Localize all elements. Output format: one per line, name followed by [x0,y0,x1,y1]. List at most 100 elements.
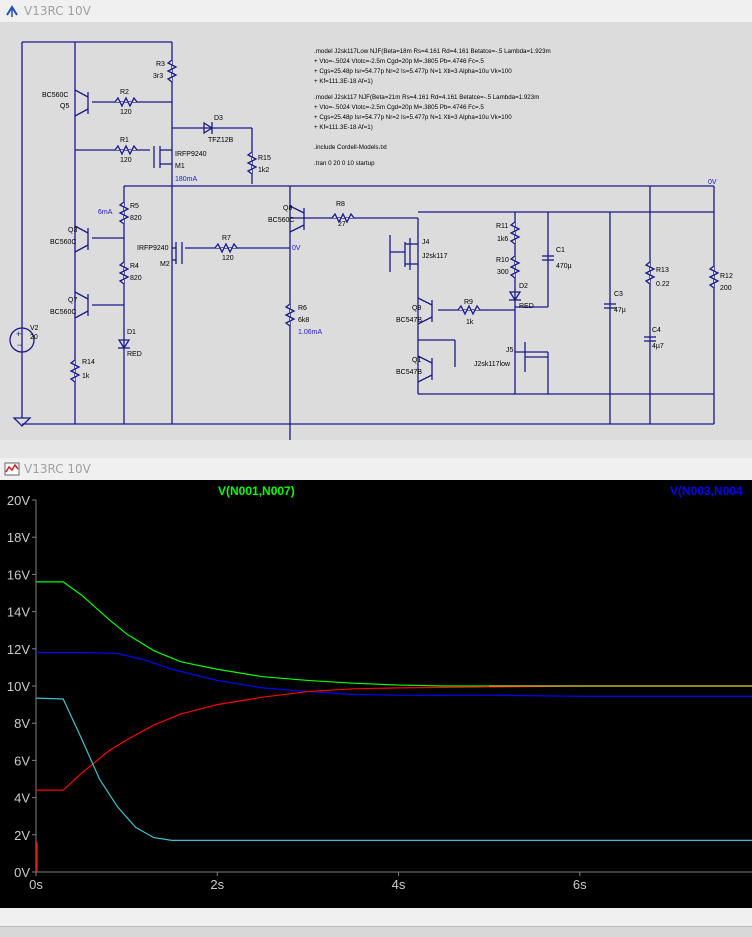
c4-name: C4 [652,327,661,334]
d3-name: D3 [214,115,223,122]
y-tick-label: 6V [14,753,30,768]
r14-value: 1k [82,373,90,380]
r12-value: 200 [720,285,732,292]
trace-line-2 [36,685,752,791]
r2-value: 120 [120,109,132,116]
r2-name: R2 [120,89,129,96]
r10-value: 300 [497,269,509,276]
diodes [117,121,522,350]
j4-name: J4 [422,239,430,246]
r6-value: 6k8 [298,317,309,324]
waveform-window-icon [4,462,20,476]
q3-current-annotation: 6mA [98,209,113,216]
model-line-7: + Cgs=25.48p Isr=54.77p Nr=2 Is=5.477p N… [314,114,512,121]
plot-window-title: V13RC 10V [24,462,91,476]
schematic-annotations: 180mA 6mA 1.06mA 0V 0V [98,176,717,336]
model-line-6: + Vto=-.5024 Vtotc=-2.5m Cgd=20p M=.3805… [314,104,484,111]
x-tick-label: 0s [29,877,43,892]
m1-name: M1 [175,163,185,170]
r15-name: R15 [258,155,271,162]
trace-labels: V(N001,N007) V(N003,N004 [218,484,743,498]
y-tick-label: 2V [14,828,30,843]
q3-value: BC560C [50,239,76,246]
svg-text:+: + [16,329,21,339]
c1-name: C1 [556,247,565,254]
r4-value: 820 [130,275,142,282]
q1-name: Q1 [412,357,421,364]
r11-value: 1k6 [497,236,508,243]
model-line-1: .model J2sk117Low NJF(Beta=18m Rs=4.161 … [314,48,551,55]
x-tick-label: 6s [573,877,587,892]
v2-value: 20 [30,334,38,341]
transistors [74,89,548,383]
c1-value: 470µ [556,263,572,270]
m1-value: IRFP9240 [175,151,207,158]
d1-name: D1 [127,329,136,336]
plot-title-bar[interactable]: V13RC 10V [0,458,752,481]
q3-name: Q3 [68,227,77,234]
q7-value: BC560C [50,309,76,316]
y-tick-label: 20V [7,493,30,508]
trace-label-green[interactable]: V(N001,N007) [218,484,295,498]
r3-value: 3r3 [153,73,163,80]
schematic-canvas[interactable]: + − V2 20 [0,22,752,440]
status-strip [0,908,752,937]
model-line-8: + Kf=111.3E-18 Af=1) [314,124,373,131]
q7-name: Q7 [68,297,77,304]
d1-value: RED [127,351,142,358]
d2-name: D2 [519,283,528,290]
y-tick-label: 18V [7,530,30,545]
model-line-5: .model J2sk117 NJF(Beta=21m Rs=4.161 Rd=… [314,94,539,101]
schematic-title-bar[interactable]: V13RC 10V [0,0,752,23]
trace-line-1 [36,651,752,697]
x-tick-label: 2s [210,877,224,892]
output-voltage-annotation: 0V [708,179,717,186]
m1-current-annotation: 180mA [175,176,198,183]
schematic-window-icon [6,5,18,17]
d3-value: TFZ12B [208,137,234,144]
r8-value: 27 [338,221,346,228]
y-tick-label: 4V [14,791,30,806]
q9-name: Q9 [412,305,421,312]
j4-value: J2sk117 [422,253,448,260]
m2-name: M2 [160,261,170,268]
q1-value: BC547B [396,369,422,376]
schematic-drawing[interactable]: + − V2 20 [0,22,752,440]
q5-name: Q5 [60,103,69,110]
y-tick-label: 0V [14,865,30,880]
plot-traces [35,581,752,872]
y-tick-label: 8V [14,716,30,731]
q9-value: BC547B [396,317,422,324]
c3-value: 47µ [614,307,626,314]
tran-directive: .tran 0 20 0 10 startup [314,160,375,167]
r9-value: 1k [466,319,474,326]
model-line-3: + Cgs=25.48p Isr=54.77p Nr=2 Is=5.477p N… [314,68,512,75]
schematic-window-title: V13RC 10V [24,4,91,18]
capacitors [542,255,656,342]
trace-line-3 [35,697,752,841]
q8-value: BC560C [268,217,294,224]
waveform-plot[interactable]: V(N001,N007) V(N003,N004 0V2V4V6V8V10V12… [0,480,752,908]
r4-name: R4 [130,263,139,270]
include-directive: .include Cordell-Models.txt [314,144,387,151]
r1-value: 120 [120,157,132,164]
c4-value: 4µ7 [652,343,664,350]
trace-label-blue[interactable]: V(N003,N004 [670,484,743,498]
q8-name: Q8 [283,205,292,212]
y-tick-label: 12V [7,642,30,657]
q5-value: BC560C [42,92,68,99]
j5-name: J5 [506,347,514,354]
model-line-2: + Vto=-.5024 Vtotc=-2.5m Cgd=20p M=.3805… [314,58,484,65]
r5-value: 820 [130,215,142,222]
m2-value: IRFP9240 [137,245,169,252]
r7-value: 120 [222,255,234,262]
v2-source[interactable]: + − V2 20 [9,325,39,427]
horizontal-scrollbar[interactable] [0,926,752,937]
r1-name: R1 [120,137,129,144]
svg-text:−: − [17,340,22,350]
y-tick-label: 14V [7,605,30,620]
resistors [69,59,720,383]
spice-directives[interactable]: .model J2sk117Low NJF(Beta=18m Rs=4.161 … [314,48,551,167]
